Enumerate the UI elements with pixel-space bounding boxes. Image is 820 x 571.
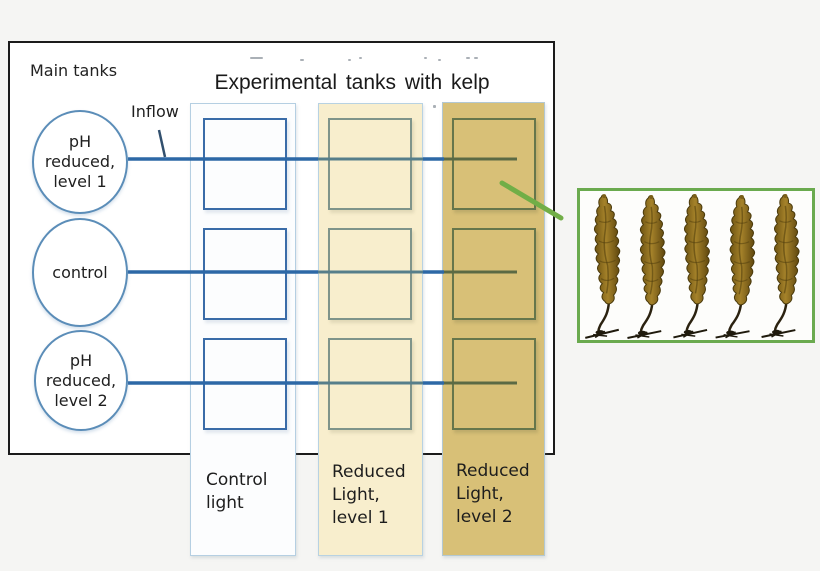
kelp-frond bbox=[580, 192, 625, 340]
main-tank-label: pH reduced, level 2 bbox=[45, 350, 117, 410]
experimental-tank-control-row2 bbox=[203, 228, 287, 320]
experimental-tank-level2-row2 bbox=[452, 228, 536, 320]
main-tank-ph-reduced-level2: pH reduced, level 2 bbox=[34, 330, 128, 431]
erased-text-artifact bbox=[250, 57, 263, 59]
erased-text-artifact bbox=[300, 59, 304, 61]
erased-text-artifact bbox=[348, 59, 351, 61]
experimental-tank-control-row3 bbox=[203, 338, 287, 430]
erased-text-artifact bbox=[433, 105, 436, 108]
kelp-fronds-image bbox=[580, 192, 801, 340]
main-tank-control: control bbox=[32, 218, 128, 327]
erased-text-artifact bbox=[466, 57, 470, 59]
kelp-frond bbox=[760, 192, 801, 339]
experimental-tank-level1-row3 bbox=[328, 338, 412, 430]
erased-text-artifact bbox=[474, 57, 478, 59]
column-label-control-light: Control light bbox=[206, 470, 268, 513]
experimental-tank-level2-row3 bbox=[452, 338, 536, 430]
column-label-reduced-light-level2: Reduced Light, level 2 bbox=[456, 461, 530, 527]
kelp-frond bbox=[669, 192, 713, 339]
experimental-tank-control-row1 bbox=[203, 118, 287, 210]
erased-text-artifact bbox=[438, 59, 441, 61]
kelp-frond bbox=[714, 193, 757, 340]
column-label-reduced-light-level1: Reduced Light, level 1 bbox=[332, 462, 406, 528]
erased-text-artifact bbox=[424, 57, 427, 59]
main-tank-label: pH reduced, level 1 bbox=[44, 132, 116, 191]
kelp-illustration bbox=[577, 188, 815, 343]
inflow-label: Inflow bbox=[131, 102, 179, 121]
diagram-title: Experimental tanks with kelp bbox=[214, 71, 490, 94]
kelp-frond bbox=[626, 193, 667, 340]
main-tank-ph-reduced-level1: pH reduced, level 1 bbox=[32, 110, 128, 214]
main-tank-label: control bbox=[52, 262, 108, 282]
experimental-tank-level1-row1 bbox=[328, 118, 412, 210]
main-tanks-header: Main tanks bbox=[30, 61, 118, 80]
erased-text-artifact bbox=[359, 57, 362, 59]
experimental-tank-level1-row2 bbox=[328, 228, 412, 320]
experimental-tank-level2-row1 bbox=[452, 118, 536, 210]
